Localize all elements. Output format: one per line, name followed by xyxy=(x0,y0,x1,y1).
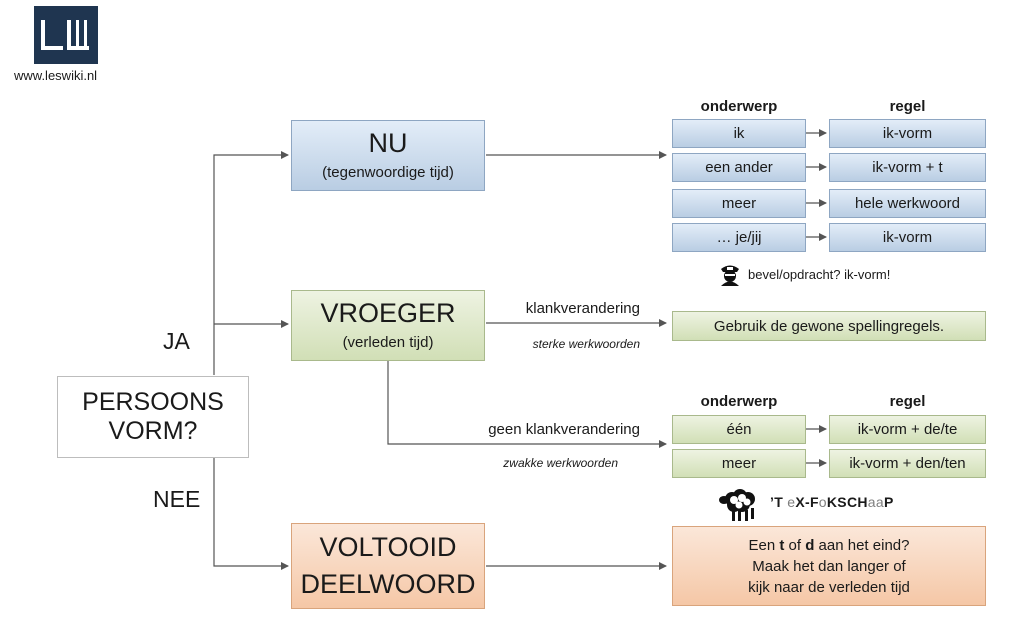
nu-rule-cell: ik-vorm xyxy=(829,223,986,252)
nu-subject-cell: … je/jij xyxy=(672,223,806,252)
nu-rule-cell: ik-vorm + t xyxy=(829,153,986,182)
vroeger-subject-cell: één xyxy=(672,415,806,444)
note-letter-d: d xyxy=(805,536,815,554)
persoonsvorm-node: PERSOONS VORM? xyxy=(57,376,249,458)
leswiki-logo xyxy=(34,6,98,64)
nu-title: NU xyxy=(368,128,408,158)
mnemonic-part: F xyxy=(809,494,819,510)
persoonsvorm-line2: VORM? xyxy=(108,417,198,445)
vroeger-subtitle: (verleden tijd) xyxy=(342,334,434,351)
voltooid-rule-note: Een t of d aan het eind? Maak het dan la… xyxy=(672,526,986,606)
nee-label: NEE xyxy=(153,486,201,512)
lw-logo-mark xyxy=(41,20,89,50)
voltooid-note-line1: Een t of d aan het eind? xyxy=(749,535,910,556)
voltooid-note-line2: Maak het dan langer of xyxy=(752,557,906,575)
nu-node: NU (tegenwoordige tijd) xyxy=(291,120,485,191)
vroeger-title: VROEGER xyxy=(320,298,456,328)
mnemonic-part: - xyxy=(804,494,810,510)
strong-verb-label: klankverandering xyxy=(525,300,640,317)
note-text: Een xyxy=(748,536,780,554)
mnemonic-text: ’T eX-FoKSCHaaP xyxy=(770,494,894,510)
mnemonic-part: aa xyxy=(867,494,884,510)
nu-rule-cell: ik-vorm xyxy=(829,119,986,148)
nu-subject-cell: meer xyxy=(672,189,806,218)
mnemonic-part: X xyxy=(795,494,805,510)
note-text: aan het eind? xyxy=(814,536,910,554)
vroeger-rule-cell: ik-vorm + den/ten xyxy=(829,449,986,478)
voltooid-line2: DEELWOORD xyxy=(300,569,476,599)
persoonsvorm-line1: PERSOONS xyxy=(82,388,224,416)
mnemonic-part: e xyxy=(787,494,796,510)
nu-rule-cell: hele werkwoord xyxy=(829,189,986,218)
nu-subject-cell: ik xyxy=(672,119,806,148)
nu-header-rule: regel xyxy=(889,98,926,115)
vroeger-rule-cell: ik-vorm + de/te xyxy=(829,415,986,444)
voltooid-deelwoord-node: VOLTOOID DEELWOORD xyxy=(291,523,485,609)
vroeger-header-subject: onderwerp xyxy=(700,393,778,410)
vroeger-node: VROEGER (verleden tijd) xyxy=(291,290,485,361)
logo-url[interactable]: www.leswiki.nl xyxy=(14,68,98,83)
weak-verb-label: geen klankverandering xyxy=(488,421,640,438)
strong-verb-rule: Gebruik de gewone spellingregels. xyxy=(672,311,986,341)
nu-header-subject: onderwerp xyxy=(700,98,778,115)
weak-verb-sub: zwakke werkwoorden xyxy=(503,456,618,470)
mnemonic-part: P xyxy=(883,494,894,510)
strong-verb-sub: sterke werkwoorden xyxy=(532,337,640,351)
vroeger-header-rule: regel xyxy=(889,393,926,410)
voltooid-line1: VOLTOOID xyxy=(319,532,457,562)
nu-subject-cell: een ander xyxy=(672,153,806,182)
voltooid-note-line3: kijk naar de verleden tijd xyxy=(748,578,910,596)
vroeger-subject-cell: meer xyxy=(672,449,806,478)
note-text: of xyxy=(784,536,806,554)
nu-subtitle: (tegenwoordige tijd) xyxy=(322,164,454,181)
mnemonic-part: ’T xyxy=(770,494,788,510)
ja-label: JA xyxy=(163,328,190,354)
command-note: bevel/opdracht? ik-vorm! xyxy=(748,267,891,282)
sheep-icon xyxy=(719,489,755,521)
mnemonic-part: o xyxy=(818,494,827,510)
police-officer-icon xyxy=(721,265,739,286)
mnemonic-part: KSCH xyxy=(826,494,868,510)
note-letter-t: t xyxy=(779,536,785,554)
